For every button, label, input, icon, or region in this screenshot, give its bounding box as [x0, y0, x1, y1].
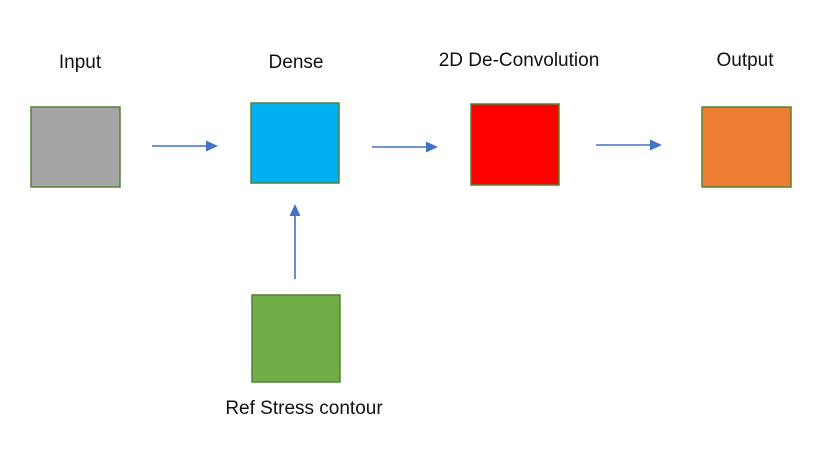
deconv-box: [470, 103, 560, 186]
output-box: [701, 106, 792, 188]
ref-stress-label: Ref Stress contour: [225, 398, 383, 419]
ref-stress-box: [251, 294, 341, 383]
input-label: Input: [59, 52, 102, 73]
arrow-ref-to-dense: [289, 204, 301, 279]
arrow-input-to-dense: [152, 140, 218, 152]
arrow-deconv-to-output: [596, 139, 662, 151]
dense-label: Dense: [269, 52, 324, 73]
dense-box: [250, 102, 340, 184]
arrow-dense-to-deconv: [372, 141, 438, 153]
deconv-label: 2D De-Convolution: [439, 50, 600, 71]
output-label: Output: [716, 50, 774, 71]
input-box: [30, 106, 121, 188]
